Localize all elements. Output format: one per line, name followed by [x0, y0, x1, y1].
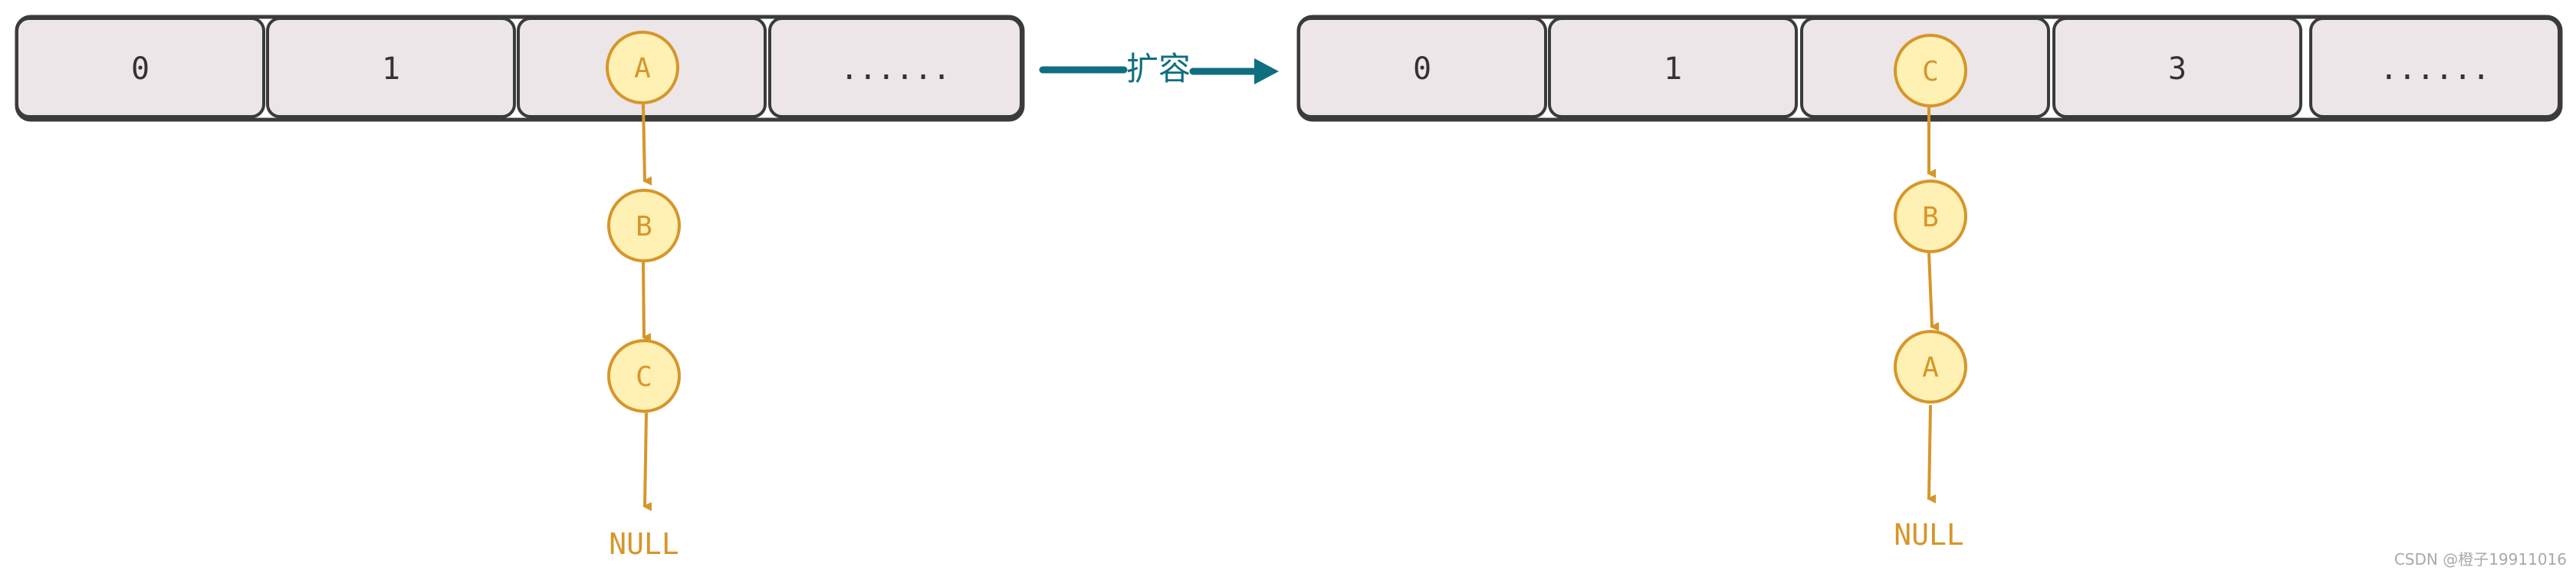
left-node-a-label: A — [634, 53, 651, 84]
right-chain-arrow-3 — [1927, 404, 1937, 504]
right-cell-4: ...... — [2309, 17, 2561, 118]
right-node-a-label: A — [1922, 352, 1939, 384]
right-chain: C B A NULL — [1894, 34, 1967, 552]
right-node-c-label: C — [1922, 56, 1939, 87]
left-cell-3: ...... — [768, 17, 1023, 118]
right-cell-0: 0 — [1297, 17, 1547, 118]
left-cell-1: 1 — [266, 17, 516, 118]
right-node-b: B — [1894, 180, 1967, 253]
left-node-c-label: C — [636, 361, 652, 393]
right-cell-0-label: 0 — [1413, 51, 1431, 87]
right-cell-1-label: 1 — [1664, 51, 1682, 87]
left-chain-arrow-2 — [642, 262, 652, 342]
expand-arrow-head — [1254, 58, 1279, 84]
left-node-b: B — [607, 189, 681, 262]
left-node-a: A — [606, 31, 679, 104]
right-cell-4-label: ...... — [2380, 51, 2491, 87]
left-cell-3-label: ...... — [840, 51, 951, 87]
right-node-c: C — [1894, 34, 1967, 107]
left-node-c: C — [607, 339, 681, 413]
right-node-b-label: B — [1922, 202, 1939, 233]
left-cell-0-label: 0 — [131, 51, 150, 87]
right-chain-arrow-2 — [1927, 252, 1940, 331]
left-null-label: NULL — [609, 527, 679, 561]
watermark: CSDN @橙子19911016 — [2394, 550, 2567, 569]
left-cell-0: 0 — [15, 17, 265, 118]
left-chain: A B C NULL — [606, 31, 681, 561]
right-array: 0 1 3 ...... — [1296, 15, 2563, 122]
left-chain-arrow-1 — [642, 104, 652, 186]
right-cell-1: 1 — [1548, 17, 1798, 118]
left-cell-1-label: 1 — [382, 51, 400, 87]
expand-label: 扩容 — [1126, 50, 1191, 87]
right-cell-3-label: 3 — [2168, 51, 2187, 87]
left-chain-arrow-3 — [642, 412, 652, 512]
right-node-a: A — [1894, 330, 1967, 404]
right-cell-3: 3 — [2052, 17, 2302, 118]
left-node-b-label: B — [636, 211, 652, 242]
left-array: 0 1 ...... — [15, 15, 1025, 122]
right-null-label: NULL — [1894, 518, 1964, 552]
expand-transition: 扩容 — [1039, 50, 1279, 87]
